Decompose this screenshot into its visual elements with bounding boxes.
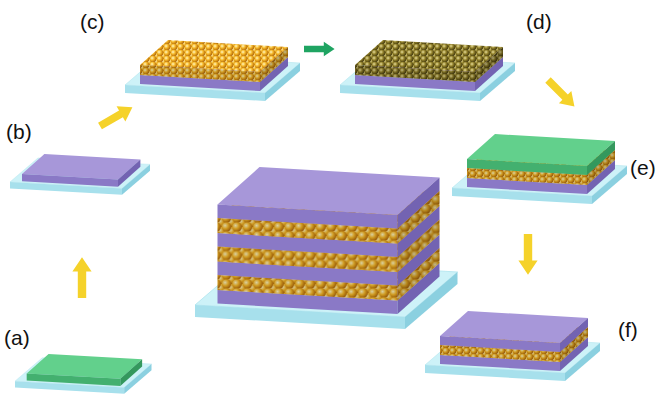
step-c-film xyxy=(125,40,300,101)
step-a-film xyxy=(15,354,152,394)
step-label: (e) xyxy=(630,156,656,179)
treated-nanoparticle-layer xyxy=(355,40,503,82)
step-label: (b) xyxy=(6,120,32,143)
green-layer xyxy=(467,134,615,175)
step-label: (d) xyxy=(526,10,552,33)
multilayer-stack xyxy=(195,167,458,329)
purple-layer xyxy=(440,311,588,352)
step-label: (c) xyxy=(80,10,105,33)
nanoparticle-layer xyxy=(140,40,288,82)
process-arrow xyxy=(542,74,581,113)
step-e-film xyxy=(452,134,627,204)
green-layer xyxy=(27,354,142,386)
step-label: (a) xyxy=(4,326,30,349)
step-d-film xyxy=(340,40,515,101)
step-label: (f) xyxy=(618,318,638,341)
purple-layer xyxy=(22,154,140,187)
step-b-film xyxy=(10,154,150,195)
step-f-film xyxy=(425,311,600,381)
process-arrow xyxy=(72,257,91,298)
process-arrow xyxy=(96,100,137,134)
process-arrow xyxy=(304,42,335,56)
process-arrow xyxy=(518,234,537,275)
purple-layer xyxy=(218,167,440,229)
